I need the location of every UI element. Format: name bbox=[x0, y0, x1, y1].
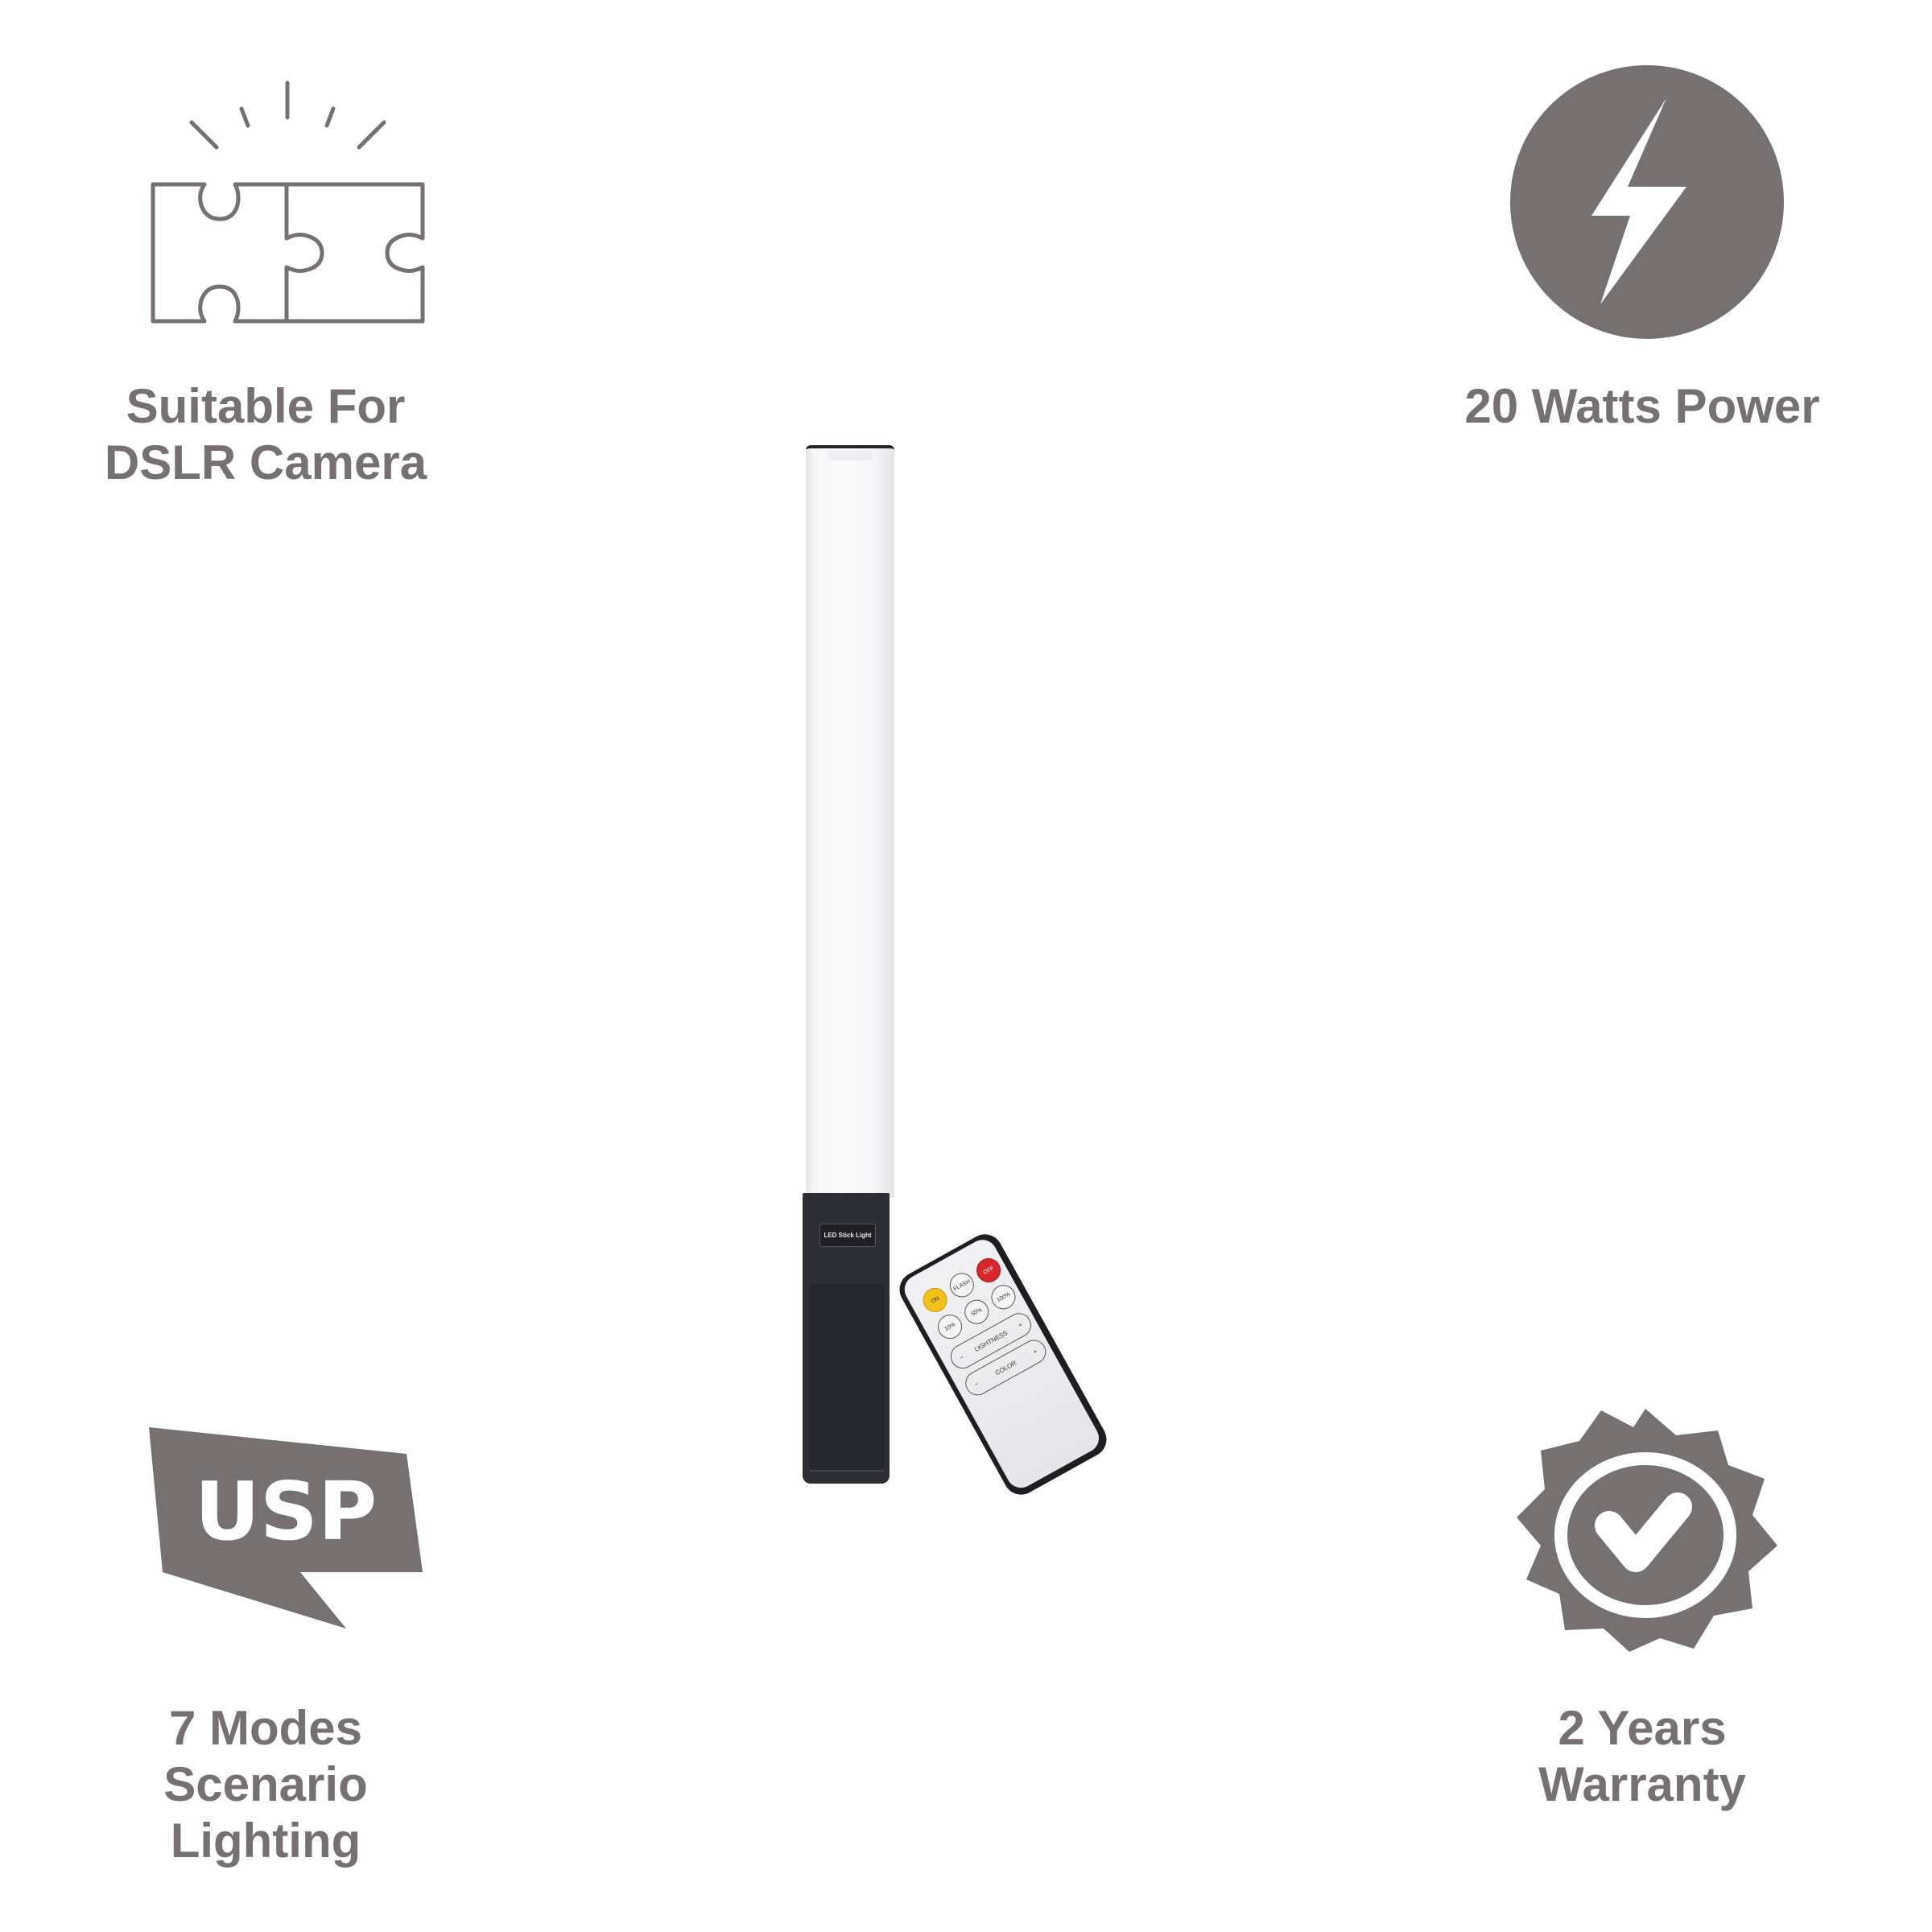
remote-10-button[interactable]: 10% bbox=[933, 1310, 967, 1344]
feature-warranty-line-1: 2 Years bbox=[1558, 1701, 1727, 1755]
led-stick-handle: LED Stick Light bbox=[803, 1193, 890, 1484]
remote-control: ON FLASH OFF 10% 50% 100% − LIGHTNESS + … bbox=[893, 1228, 1113, 1501]
lightness-plus-button[interactable]: + bbox=[1017, 1320, 1024, 1329]
feature-dslr-line-2: DSLR Camera bbox=[104, 436, 427, 489]
lightness-minus-button[interactable]: − bbox=[958, 1352, 965, 1361]
feature-warranty-text: 2 Years Warranty bbox=[1481, 1700, 1803, 1813]
puzzle-sparkle-icon bbox=[151, 80, 425, 324]
feature-power-line-1: 20 Watts Power bbox=[1464, 379, 1820, 433]
feature-power-text: 20 Watts Power bbox=[1433, 378, 1852, 435]
feature-modes-text: 7 Modes Scenario Lighting bbox=[105, 1700, 427, 1869]
color-label: COLOR bbox=[993, 1359, 1018, 1377]
feature-modes-line-1: 7 Modes bbox=[168, 1701, 363, 1755]
remote-50-button[interactable]: 50% bbox=[960, 1295, 993, 1329]
led-stick-label: LED Stick Light bbox=[819, 1224, 876, 1247]
feature-modes-line-2: Scenario bbox=[163, 1757, 368, 1811]
color-minus-button[interactable]: − bbox=[972, 1380, 980, 1389]
lightning-bolt-icon bbox=[1510, 65, 1784, 339]
feature-modes-line-3: Lighting bbox=[170, 1814, 361, 1868]
feature-warranty-line-2: Warranty bbox=[1538, 1757, 1746, 1811]
led-stick-tube bbox=[806, 445, 894, 1198]
led-stick-grip bbox=[809, 1285, 885, 1472]
usp-speech-bubble-icon: USP bbox=[149, 1427, 423, 1629]
remote-off-button[interactable]: OFF bbox=[972, 1253, 1005, 1287]
remote-face: ON FLASH OFF 10% 50% 100% − LIGHTNESS + … bbox=[899, 1234, 1104, 1493]
lightness-label: LIGHTNESS bbox=[972, 1328, 1009, 1353]
color-plus-button[interactable]: + bbox=[1031, 1347, 1038, 1356]
remote-100-button[interactable]: 100% bbox=[987, 1280, 1020, 1314]
feature-dslr-line-1: Suitable For bbox=[126, 379, 406, 433]
usp-label: USP bbox=[195, 1464, 378, 1558]
remote-flash-button[interactable]: FLASH bbox=[945, 1269, 979, 1302]
remote-on-button[interactable]: ON bbox=[919, 1283, 952, 1317]
check-badge-icon bbox=[1517, 1409, 1777, 1652]
feature-dslr-text: Suitable For DSLR Camera bbox=[89, 378, 443, 491]
